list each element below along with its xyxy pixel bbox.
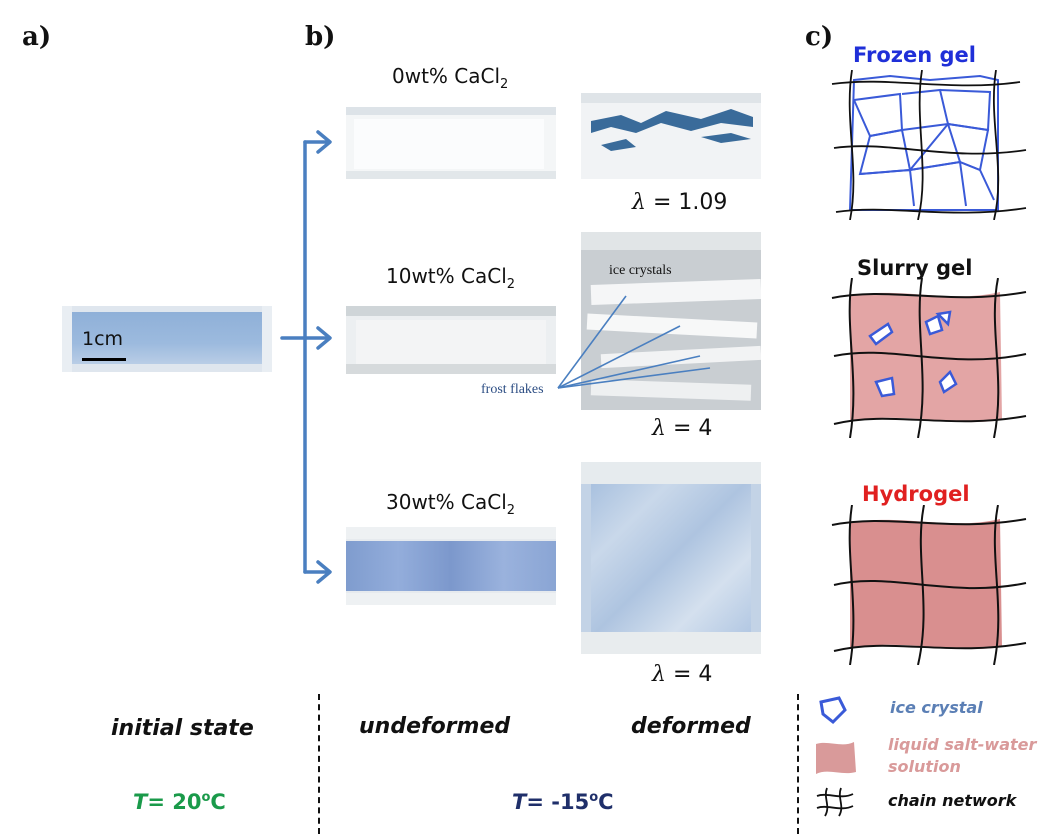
initial-sample-photo: 1cm: [62, 306, 272, 372]
undeformed-photo-30wt: [346, 527, 556, 605]
undeformed-photo-10wt: [346, 306, 556, 374]
legend-salt-solution: liquid salt-water solution: [888, 735, 1037, 776]
deformed-photo-30wt: [581, 462, 761, 654]
divider-left: [318, 694, 320, 834]
deformed-photo-10wt: [581, 232, 761, 410]
footer-undeformed: undeformed: [359, 714, 511, 739]
ice-crystal-icon: [819, 696, 847, 725]
scale-bar-label: 1cm: [82, 328, 124, 350]
panel-label-c: c): [805, 22, 834, 52]
frozen-gel-diagram: [831, 70, 1027, 220]
salt-solution-icon: [816, 742, 856, 774]
footer-initial-state: initial state: [111, 716, 254, 741]
slurry-gel-diagram: [831, 278, 1027, 438]
annotation-ice-crystals: ice crystals: [609, 263, 672, 278]
state-title-hydrogel: Hydrogel: [862, 482, 970, 506]
state-title-frozen: Frozen gel: [853, 43, 976, 67]
chain-network-icon: [816, 787, 854, 817]
deformed-photo-0wt: [581, 93, 761, 179]
panel-label-b: b): [305, 22, 336, 52]
condition-label-10wt: 10wt% CaCl2: [386, 264, 516, 292]
hydrogel-diagram: [831, 505, 1027, 665]
annotation-lines: [557, 295, 711, 389]
divider-right: [797, 694, 799, 834]
temperature-low: T= -15oC: [512, 790, 614, 814]
footer-deformed: deformed: [631, 714, 751, 739]
panel-label-a: a): [22, 22, 52, 52]
lambda-label-30wt: λ = 4: [652, 662, 713, 687]
undeformed-photo-0wt: [346, 107, 556, 179]
scale-bar: [82, 358, 126, 361]
state-title-slurry: Slurry gel: [857, 256, 973, 280]
legend-chain-network: chain network: [888, 791, 1017, 810]
legend-ice-crystal: ice crystal: [890, 698, 983, 717]
annotation-frost-flakes: frost flakes: [481, 382, 544, 397]
temperature-initial: T= 20oC: [133, 790, 226, 814]
condition-label-0wt: 0wt% CaCl2: [392, 64, 509, 92]
lambda-label-10wt: λ = 4: [652, 416, 713, 441]
ice-crystal-group: [868, 310, 958, 398]
lambda-label-0wt: λ = 1.09: [632, 190, 728, 215]
condition-label-30wt: 30wt% CaCl2: [386, 490, 516, 518]
branch-arrows: [280, 130, 332, 584]
